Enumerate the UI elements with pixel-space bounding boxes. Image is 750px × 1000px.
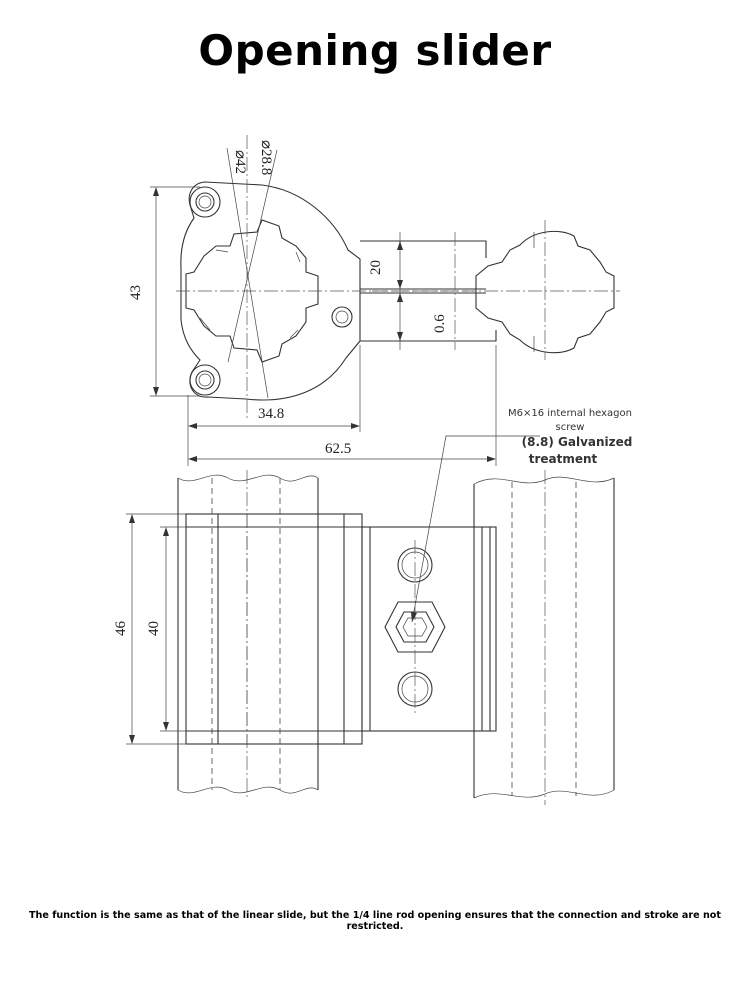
dia28-leader [227,149,278,363]
treatment-annotation-line1: (8.8) Galvanized [521,435,633,449]
dim-34-8: 34.8 [258,406,284,422]
screw-leader [411,435,540,623]
screw-annotation-line1: M6×16 internal hexagon [508,408,632,419]
right-tube-break-top [473,476,615,485]
bore-detail [199,249,301,339]
hex-screw-socket [395,611,435,643]
right-tube-break-bottom [473,789,615,799]
front-plate [361,526,497,732]
dim-62-5: 62.5 [325,441,351,457]
bottom-bolt-hole [195,370,215,390]
right-tube-outline [473,478,615,798]
side-bolt-inner [335,310,349,324]
dim-dia28: ⌀28.8 [258,140,274,175]
dim-20: 20 [368,260,384,275]
left-tube-break-top [177,474,319,482]
right-spline-profile [475,230,615,354]
side-bolt-hole [331,306,353,328]
dim-40: 40 [146,621,162,636]
left-tube-break-bottom [177,786,319,794]
left-spline-bore [185,219,319,363]
treatment-annotation-line2: treatment [528,452,598,466]
top-bolt-inner [198,195,212,209]
connector-plate [360,240,497,342]
dia42-leader [226,147,269,399]
bottom-lug-outline [189,364,221,396]
dim-46: 46 [113,621,129,637]
screw-leader-arrow [411,612,417,622]
bottom-bolt-inner [198,373,212,387]
top-view [150,135,620,466]
top-bolt-hole [195,192,215,212]
top-lug-outline [189,186,221,218]
left-tube-outline [177,478,319,790]
dim-0-6: 0.6 [432,314,448,333]
dim-43: 43 [128,285,144,300]
screw-annotation-line2: screw [555,422,585,433]
dim-dia42: ⌀42 [232,150,248,174]
clamp-body-outline [180,181,361,401]
hex-screw-core [402,617,428,637]
footer-caption: The function is the same as that of the … [29,910,721,932]
page-title: Opening slider [198,26,552,75]
hex-screw-head [384,601,446,653]
front-view [126,435,615,805]
